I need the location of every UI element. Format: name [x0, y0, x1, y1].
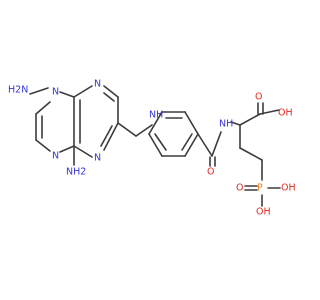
bond: [230, 121, 241, 126]
phosphonate-oh-bottom-label: OH: [256, 207, 271, 218]
amide-oxygen-label: O: [207, 167, 214, 178]
bond: [239, 113, 261, 126]
molecule-structure-diagram: H2N N N NH2 N N NH NH O O OH P O OH OH: [8, 79, 296, 218]
bond: [103, 92, 115, 102]
bond: [103, 122, 119, 151]
bond: [103, 85, 119, 98]
n8-label: N: [94, 79, 101, 90]
bond: [239, 147, 263, 161]
bond: [35, 139, 51, 152]
bond: [73, 145, 93, 158]
n3-label: N: [52, 151, 59, 162]
bond: [59, 145, 75, 153]
bond: [117, 122, 137, 137]
bond: [211, 131, 222, 157]
amine-nh-label: NH: [149, 110, 163, 121]
bond-lines: [29, 85, 281, 207]
acid-oh-label: OH: [278, 108, 293, 119]
n1-label: N: [52, 87, 59, 98]
acid-oxygen-label: O: [255, 92, 262, 103]
n5-label: N: [94, 153, 101, 164]
bond: [73, 85, 93, 98]
bond: [100, 125, 113, 147]
amide-nh-label: NH: [219, 119, 233, 130]
bond: [184, 111, 199, 135]
bond: [154, 133, 167, 151]
bond: [148, 111, 163, 135]
phosphonate-oh-right-label: OH: [281, 183, 296, 194]
atom-labels: H2N N N NH2 N N NH NH O O OH P O OH OH: [8, 79, 296, 218]
bond: [184, 133, 199, 157]
bond: [29, 87, 49, 95]
phosphoryl-oxygen-label: O: [236, 183, 243, 194]
bond: [148, 133, 163, 157]
nh2-top-label: H2N: [8, 85, 28, 96]
bond: [59, 91, 75, 98]
bond: [35, 101, 51, 115]
bond: [135, 124, 153, 137]
bond: [181, 133, 193, 151]
nh2-bottom-label: NH2: [66, 167, 86, 178]
bond: [197, 133, 213, 157]
phosphorus-label: P: [257, 183, 263, 194]
